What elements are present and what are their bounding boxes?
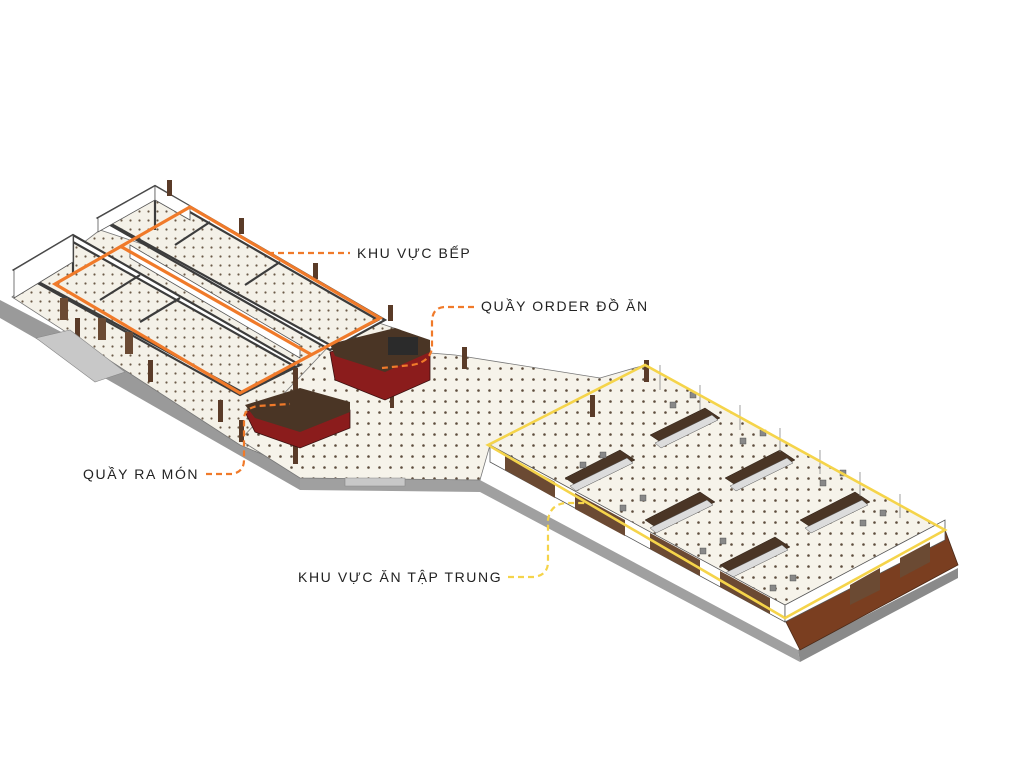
order-counter bbox=[329, 328, 431, 401]
structural-posts bbox=[75, 180, 649, 464]
dining-leader-line bbox=[508, 501, 585, 579]
kitchen-front-doors bbox=[60, 298, 133, 354]
dining-benches bbox=[569, 414, 869, 579]
dining-area-label: KHU VỰC ĂN TẬP TRUNG bbox=[298, 569, 503, 585]
order-leader-line bbox=[381, 305, 474, 370]
dining-tables bbox=[564, 407, 871, 576]
serving-leader-line bbox=[206, 402, 291, 476]
kitchen-highlight-outline bbox=[51, 205, 384, 395]
order-counter-label: QUẦY ORDER ĐỒ ĂN bbox=[481, 298, 649, 314]
serving-counter-label: QUẦY RA MÓN bbox=[83, 466, 200, 482]
serving-counter bbox=[244, 388, 351, 449]
kitchen-area-label: KHU VỰC BẾP bbox=[357, 245, 472, 261]
kitchen-highlight-divider bbox=[119, 244, 313, 357]
dining-highlight-outline bbox=[485, 363, 948, 620]
entrance-steps bbox=[35, 329, 406, 487]
